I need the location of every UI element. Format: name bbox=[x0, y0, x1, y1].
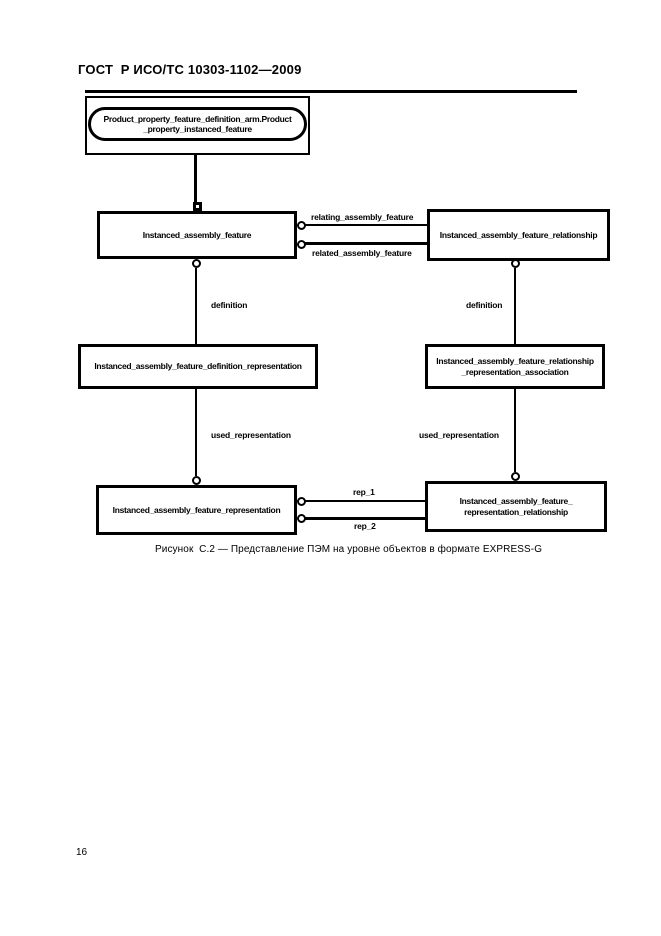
entity-label: Instanced_assembly_feature_definition_re… bbox=[94, 361, 302, 371]
edge-label-used-representation-left: used_representation bbox=[211, 430, 291, 440]
entity-label: Instanced_assembly_feature_relationship bbox=[439, 229, 598, 240]
edge-label-related: related_assembly_feature bbox=[312, 248, 412, 258]
edge-definition-left bbox=[195, 268, 197, 344]
edge-related-assembly-feature bbox=[305, 242, 427, 245]
page-number: 16 bbox=[76, 847, 88, 858]
entity-instanced-assembly-feature-representation: Instanced_assembly_feature_representatio… bbox=[96, 485, 297, 535]
edge-used-representation-left bbox=[195, 389, 197, 476]
header-rule bbox=[85, 90, 577, 93]
edge-label-rep-2: rep_2 bbox=[354, 521, 376, 531]
edge-label-definition-right: definition bbox=[466, 300, 503, 310]
edge-label-relating: relating_assembly_feature bbox=[311, 212, 414, 222]
entity-label: Instanced_assembly_feature_representatio… bbox=[112, 504, 281, 515]
edge-rep-2 bbox=[305, 517, 425, 520]
page-reference-line2: _property_instanced_feature bbox=[143, 124, 252, 134]
open-circle-marker bbox=[511, 472, 520, 481]
connector-pageref-to-iaf bbox=[194, 154, 197, 204]
entity-instanced-assembly-feature-relationship: Instanced_assembly_feature_relationship bbox=[427, 209, 610, 261]
line-end-square-marker bbox=[193, 202, 202, 211]
page-reference-line1: Product_property_feature_definition_arm.… bbox=[103, 113, 292, 124]
edge-relating-assembly-feature bbox=[305, 224, 427, 226]
edge-rep-1 bbox=[305, 500, 425, 502]
entity-instanced-assembly-feature-definition-representation: Instanced_assembly_feature_definition_re… bbox=[78, 344, 318, 389]
page-reference-oval: Product_property_feature_definition_arm.… bbox=[88, 107, 307, 141]
edge-label-used-representation-right: used_representation bbox=[419, 430, 499, 440]
edge-label-rep-1: rep_1 bbox=[353, 487, 375, 497]
edge-label-definition-left: definition bbox=[211, 300, 248, 310]
entity-instanced-assembly-feature: Instanced_assembly_feature bbox=[97, 211, 297, 259]
open-circle-marker bbox=[511, 259, 520, 268]
edge-used-representation-right bbox=[514, 389, 516, 472]
entity-label-line1: Instanced_assembly_feature_ bbox=[459, 495, 573, 506]
edge-definition-right bbox=[514, 268, 516, 344]
figure-caption: Рисунок С.2 — Представление ПЭМ на уровн… bbox=[155, 544, 543, 555]
entity-iaf-representation-relationship: Instanced_assembly_feature_ representati… bbox=[425, 481, 607, 532]
entity-label: Instanced_assembly_feature bbox=[142, 229, 252, 240]
entity-label-line1: Instanced_assembly_feature_relationship bbox=[436, 355, 594, 366]
open-circle-marker bbox=[192, 259, 201, 268]
entity-label-line2: representation_relationship bbox=[464, 506, 568, 517]
open-circle-marker bbox=[192, 476, 201, 485]
entity-iafr-representation-association: Instanced_assembly_feature_relationship … bbox=[425, 344, 605, 389]
entity-label-line2: _representation_association bbox=[461, 366, 569, 377]
page-header: ГОСТ Р ИСО/ТС 10303-1102—2009 bbox=[78, 62, 302, 77]
